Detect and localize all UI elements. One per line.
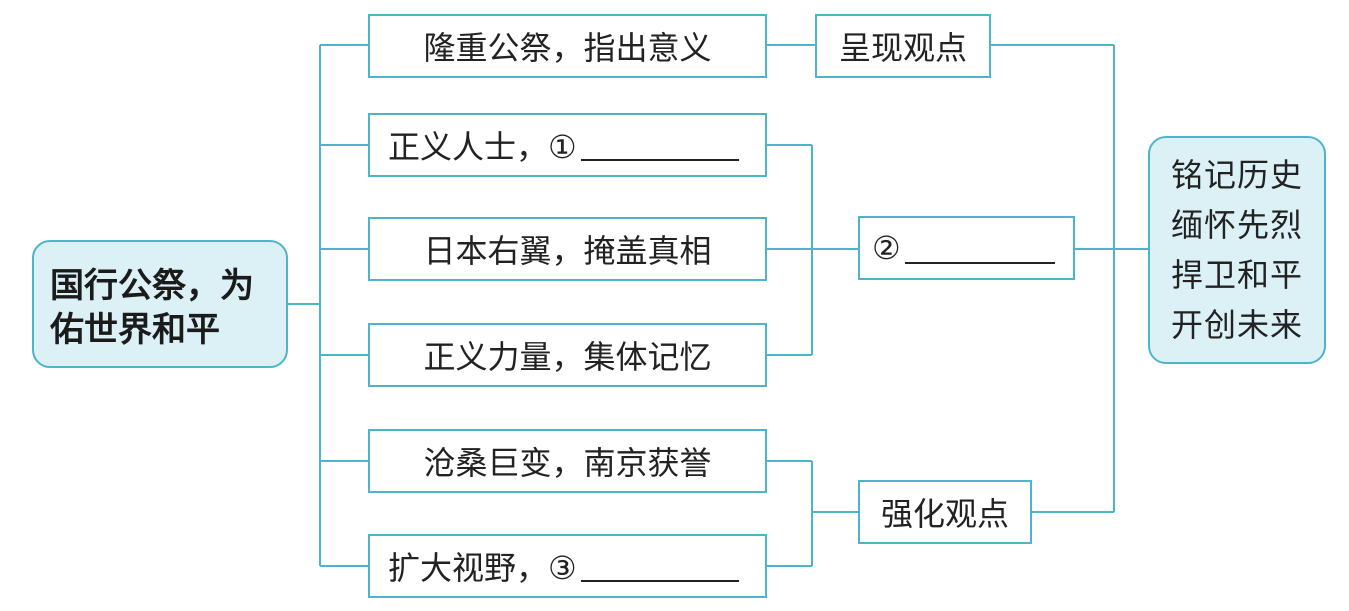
result-line-1: 铭记历史 [1170,156,1303,194]
blank-1-line [580,129,739,161]
result-line-3: 捍卫和平 [1170,256,1303,294]
branch-box-2: 正义人士，① [368,113,767,177]
result-box: 铭记历史 缅怀先烈 捍卫和平 开创未来 [1148,136,1326,364]
branch-text-4: 正义力量，集体记忆 [423,338,712,376]
branch-text-6: 扩大视野，③ [388,549,577,587]
branch-text-3: 日本右翼，掩盖真相 [423,232,712,270]
branch-box-6: 扩大视野，③ [368,534,767,598]
result-line-2: 缅怀先烈 [1170,206,1303,244]
middle-text-2: ② [872,229,901,267]
branch-box-1: 隆重公祭，指出意义 [368,14,767,78]
branch-text-5: 沧桑巨变，南京获誉 [423,444,712,482]
middle-box-1: 呈现观点 [815,14,991,78]
branch-box-3: 日本右翼，掩盖真相 [368,217,767,281]
branch-box-5: 沧桑巨变，南京获誉 [368,429,767,493]
blank-3-line [580,550,739,582]
middle-text-1: 呈现观点 [838,29,967,67]
branch-text-2: 正义人士，① [388,128,577,166]
root-topic-box: 国行公祭，为佑世界和平 [32,240,288,368]
result-line-4: 开创未来 [1170,306,1303,344]
middle-box-3: 强化观点 [858,480,1032,544]
branch-text-1: 隆重公祭，指出意义 [423,29,712,67]
blank-2-line [904,232,1055,264]
middle-box-2: ② [858,216,1075,280]
middle-text-3: 强化观点 [880,495,1009,533]
root-topic-text: 国行公祭，为佑世界和平 [50,266,254,350]
branch-box-4: 正义力量，集体记忆 [368,323,767,387]
